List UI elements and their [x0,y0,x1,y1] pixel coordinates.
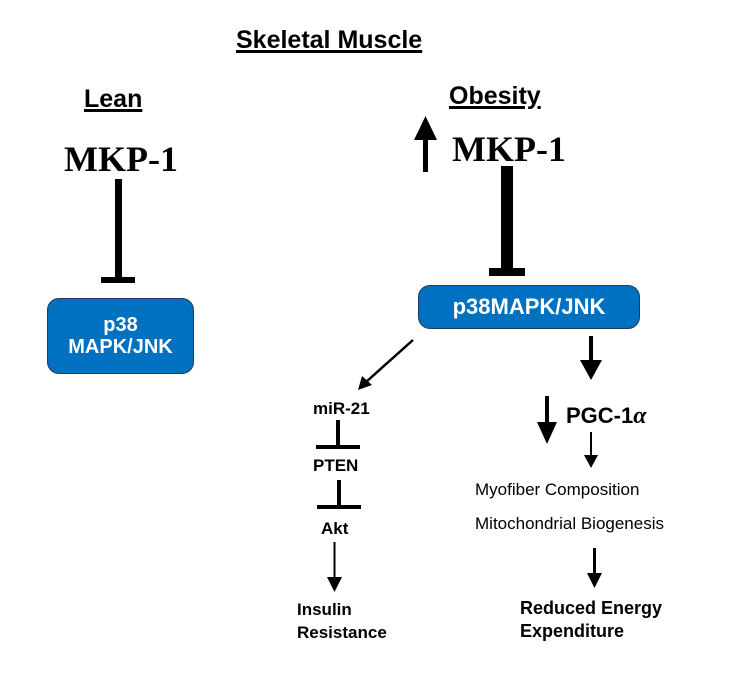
arrow-to-effects [584,432,598,468]
lean-p38-box: p38 MAPK/JNK [47,298,194,374]
energy-line1: Reduced Energy [520,598,663,618]
obesity-heading: Obesity [449,82,541,110]
energy-line2: Expenditure [520,621,625,641]
reduced-energy-expenditure-label: Reduced Energy Expenditure [520,597,662,643]
insulin-resistance-line1: Insulin [297,600,352,619]
lean-mkp1-label: MKP-1 [64,139,178,179]
arrow-to-pgc1a [580,336,602,380]
lean-p38-line2: MAPK/JNK [68,336,173,358]
insulin-resistance-line2: Resistance [297,623,387,642]
pten-label: PTEN [313,456,359,475]
obesity-p38-label: p38MAPK/JNK [452,293,606,319]
mitochondrial-biogenesis-label: Mitochondrial Biogenesis [475,514,664,533]
arrow-to-insulin-resistance [327,542,342,592]
pgc1a-text: PGC-1 [566,403,634,428]
mir21-inhibits-pten [316,420,360,449]
up-arrow-icon [414,116,437,172]
arrow-to-energy-expenditure [587,548,602,588]
obesity-inhibition-line [489,166,525,276]
insulin-resistance-label: Insulin Resistance [297,598,387,644]
pten-inhibits-akt [317,480,361,509]
myofiber-composition-label: Myofiber Composition [475,480,640,499]
pgc1a-label: PGC-1α [566,403,647,430]
obesity-mkp1-label: MKP-1 [452,129,566,169]
arrow-to-mir21 [358,339,414,390]
diagram-title: Skeletal Muscle [236,26,423,54]
lean-heading: Lean [84,85,143,113]
mir21-label: miR-21 [313,399,370,418]
alpha-symbol: α [633,403,647,429]
obesity-p38-box: p38MAPK/JNK [418,285,640,329]
lean-inhibition-line [101,179,135,283]
lean-p38-line1: p38 [103,313,138,336]
down-arrow-icon [537,396,557,444]
akt-label: Akt [321,519,349,538]
